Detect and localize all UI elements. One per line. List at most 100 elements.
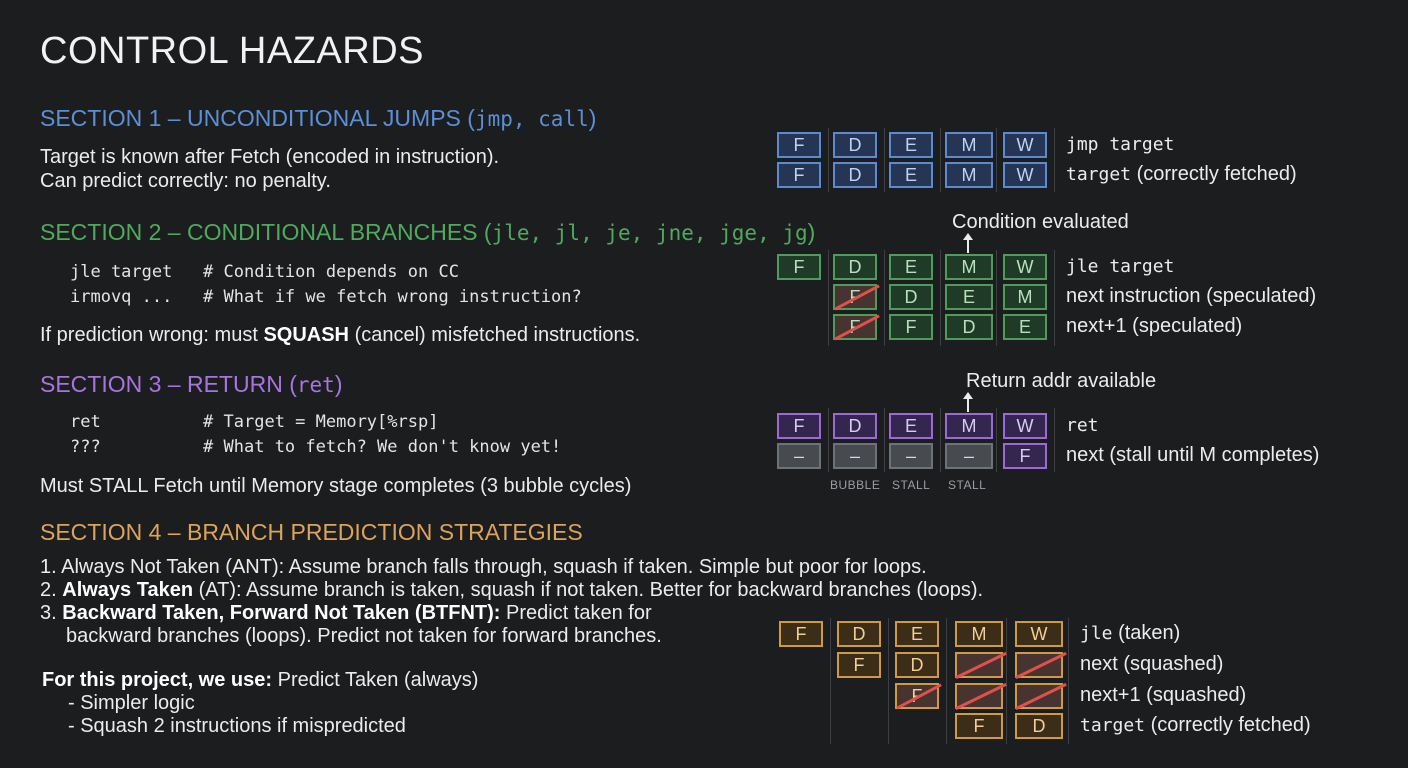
section2-text-post: (cancel) misfetched instructions. — [349, 324, 641, 346]
stage-cell: M — [945, 162, 993, 188]
stage-cell: F — [777, 413, 821, 439]
section2-text: If prediction wrong: must SQUASH (cancel… — [40, 323, 640, 347]
grid-line — [1054, 408, 1055, 472]
stage-cell: M — [945, 132, 993, 158]
row-label: next (stall until M completes) — [1066, 444, 1320, 466]
strategy-item-3-num: 3. — [40, 602, 63, 624]
grid-line — [1006, 618, 1007, 744]
project-choice: For this project, we use: Predict Taken … — [42, 668, 478, 692]
stage-cell: D — [889, 284, 933, 310]
stage-cell: W — [1015, 621, 1063, 647]
stage-cell: D — [833, 162, 877, 188]
row-label: next instruction (speculated) — [1066, 285, 1317, 307]
stage-cell: M — [945, 413, 993, 439]
grid-line — [1054, 128, 1055, 192]
row-label: next (squashed) — [1080, 653, 1224, 675]
section2-text-pre: If prediction wrong: must — [40, 324, 264, 346]
strategy-item-2-rest: (AT): Assume branch is taken, squash if … — [193, 579, 984, 601]
stage-cell: M — [945, 254, 993, 280]
stage-cell: F — [779, 621, 823, 647]
grid-line — [828, 128, 829, 192]
strategy-item-3-rest: Predict taken for — [500, 602, 652, 624]
strategy-item-3-bold: Backward Taken, Forward Not Taken (BTFNT… — [62, 602, 501, 624]
bubble-cell: – — [777, 443, 821, 469]
grid-line — [884, 128, 885, 192]
grid-line — [940, 408, 941, 472]
section3-heading: SECTION 3 – RETURN (ret) — [40, 371, 342, 398]
section2-heading: SECTION 2 – CONDITIONAL BRANCHES (jle, j… — [40, 219, 815, 246]
stall-label: STALL — [948, 478, 987, 492]
arrow-up-icon — [963, 392, 973, 412]
row-label-text: (taken) — [1112, 622, 1181, 644]
stage-cell: F — [777, 254, 821, 280]
strategy-item-3-line2: backward branches (loops). Predict not t… — [66, 625, 662, 647]
stage-cell: F — [889, 314, 933, 340]
section2-text-bold: SQUASH — [263, 324, 350, 346]
section3-text: Must STALL Fetch until Memory stage comp… — [40, 475, 632, 497]
grid-line — [1054, 250, 1055, 346]
grid-line — [996, 250, 997, 346]
bubble-cell: – — [833, 443, 877, 469]
section2-heading-end: ) — [807, 219, 816, 245]
section2-heading-text: SECTION 2 – CONDITIONAL BRANCHES ( — [40, 219, 492, 245]
squashed-stage-cell — [1015, 683, 1063, 709]
section2-heading-code: jle, jl, je, jne, jge, jg — [491, 221, 808, 245]
row-label-text: (correctly fetched) — [1145, 714, 1311, 736]
stall-cell: – — [945, 443, 993, 469]
stage-cell: W — [1003, 132, 1047, 158]
section1-heading: SECTION 1 – UNCONDITIONAL JUMPS (jmp, ca… — [40, 105, 596, 132]
stage-cell: E — [889, 413, 933, 439]
stall-label: STALL — [892, 478, 931, 492]
page-title: CONTROL HAZARDS — [40, 30, 425, 72]
row-label: ret — [1066, 414, 1099, 437]
section2-code-line2: irmovq ... # What if we fetch wrong inst… — [70, 287, 582, 307]
grid-line — [888, 618, 889, 744]
grid-line — [996, 128, 997, 192]
stage-cell: M — [1003, 284, 1047, 310]
stage-cell: E — [889, 162, 933, 188]
section2-code-line1: jle target # Condition depends on CC — [70, 262, 459, 282]
strategy-item-1: 1. Always Not Taken (ANT): Assume branch… — [40, 556, 927, 578]
section3-heading-code: ret — [296, 373, 335, 397]
return-addr-note: Return addr available — [966, 370, 1157, 392]
stage-cell: F — [955, 713, 1003, 739]
section3-heading-text: SECTION 3 – RETURN ( — [40, 371, 297, 397]
stage-cell: D — [833, 254, 877, 280]
stage-cell: F — [777, 162, 821, 188]
stage-cell: F — [837, 652, 881, 678]
condition-evaluated-note: Condition evaluated — [952, 211, 1129, 233]
section1-heading-code: jmp, call — [474, 107, 589, 131]
row-label-code: target — [1066, 164, 1132, 185]
squashed-stage-cell: F — [833, 284, 877, 310]
stage-cell: E — [895, 621, 939, 647]
row-label: next+1 (speculated) — [1066, 315, 1243, 337]
row-label-code: jmp target — [1066, 134, 1175, 155]
stage-cell: M — [955, 621, 1003, 647]
strategy-item-2: 2. Always Taken (AT): Assume branch is t… — [40, 578, 983, 602]
row-label: target (correctly fetched) — [1080, 714, 1311, 737]
row-label: jle (taken) — [1080, 622, 1180, 645]
section3-code-line1: ret # Target = Memory[%rsp] — [70, 412, 439, 432]
grid-line — [884, 250, 885, 346]
grid-line — [828, 408, 829, 472]
section1-heading-end: ) — [588, 105, 597, 131]
squashed-stage-cell — [1015, 652, 1063, 678]
stage-cell: D — [895, 652, 939, 678]
stage-cell: E — [945, 284, 993, 310]
stage-cell: E — [889, 254, 933, 280]
project-choice-bold: For this project, we use: — [42, 669, 273, 691]
stage-cell: E — [889, 132, 933, 158]
squashed-stage-cell: F — [833, 314, 877, 340]
stage-cell: D — [833, 413, 877, 439]
grid-line — [940, 250, 941, 346]
section1-line2: Can predict correctly: no penalty. — [40, 170, 331, 192]
stage-cell: F — [1003, 443, 1047, 469]
strategy-item-2-num: 2. — [40, 579, 63, 601]
section3-code-line2: ??? # What to fetch? We don't know yet! — [70, 437, 562, 457]
row-label-code: target — [1080, 715, 1146, 736]
grid-line — [946, 618, 947, 744]
strategy-item-3: 3. Backward Taken, Forward Not Taken (BT… — [40, 601, 652, 625]
stage-cell: F — [777, 132, 821, 158]
bubble-label: BUBBLE — [830, 478, 881, 492]
stage-cell: E — [1003, 314, 1047, 340]
